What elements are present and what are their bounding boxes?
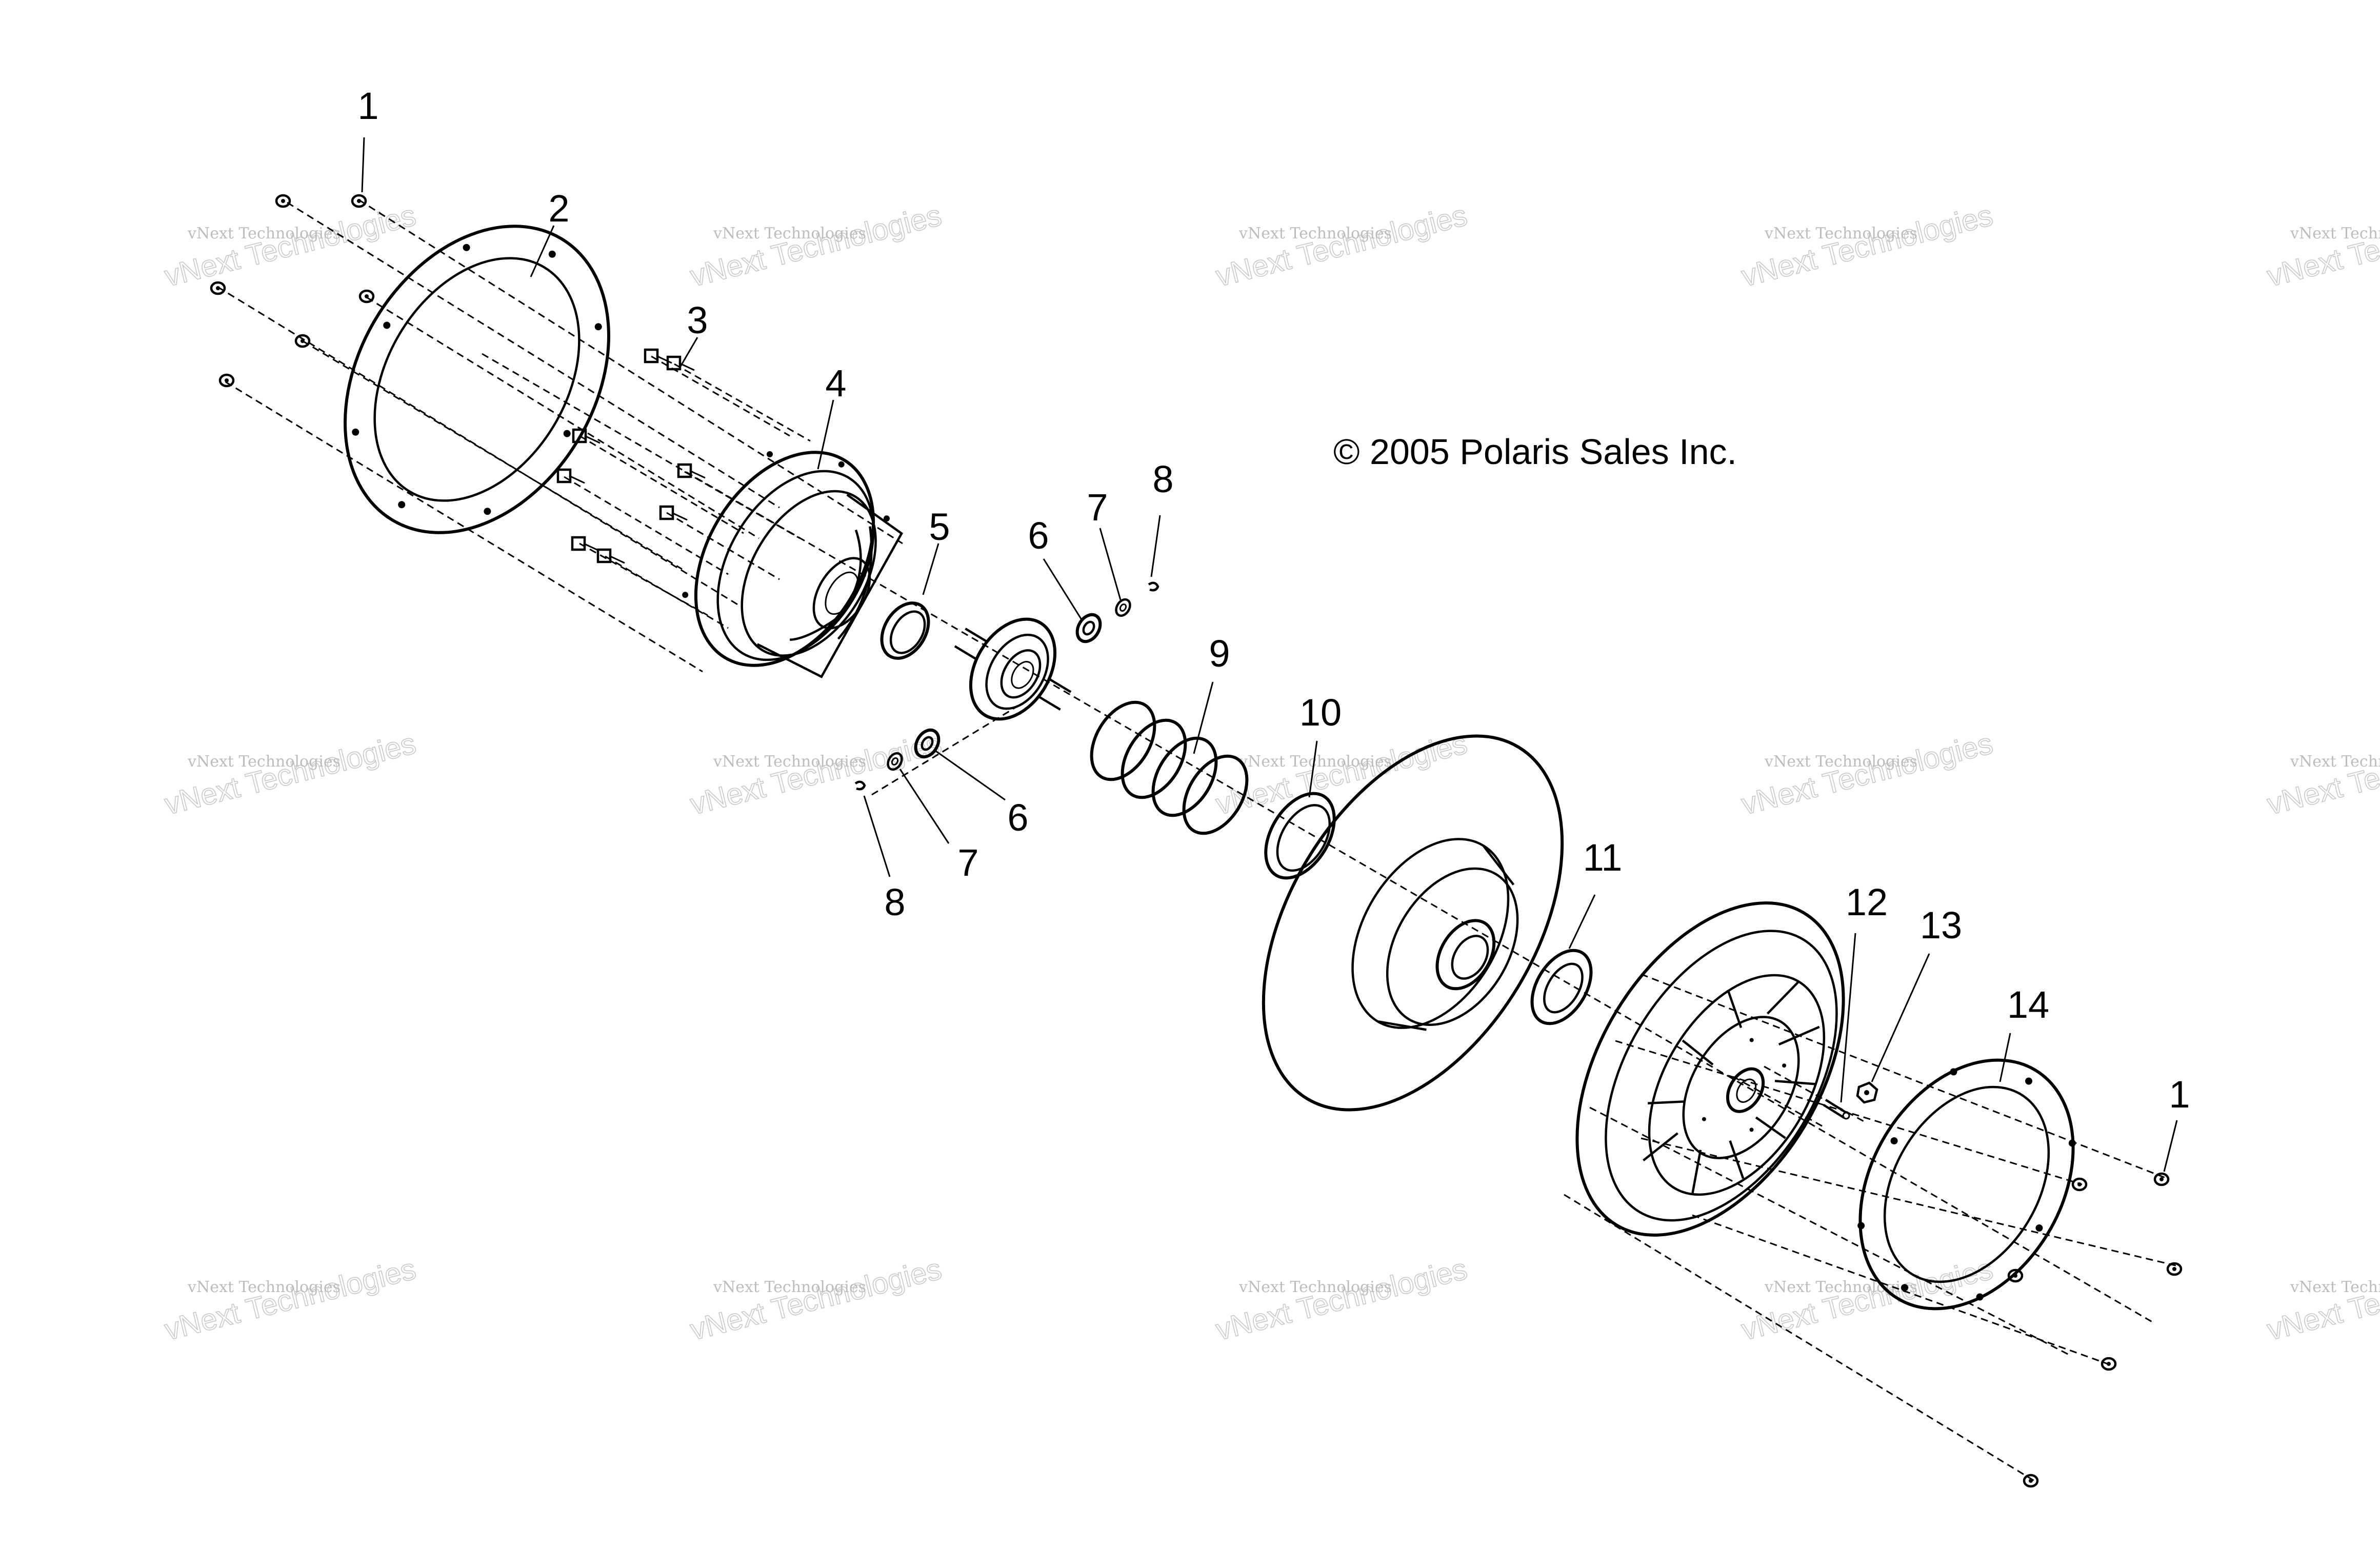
watermark-line1: vNext Technologies	[713, 753, 866, 771]
callout-1-bottom: 1	[2169, 1073, 2190, 1116]
callout-labels: 1 2 3 4 5 6 7 8 9 10 6 7 8 11 12 13 14 1	[357, 85, 2190, 1116]
watermark-line1: vNext Technologies	[187, 1278, 341, 1296]
watermark-line2: vNext Technologies	[1738, 198, 1996, 293]
callout-4: 4	[825, 362, 846, 405]
callout-14: 14	[2007, 983, 2049, 1026]
cover-housing	[682, 451, 904, 678]
watermark-line1: vNext Technologies	[187, 225, 341, 243]
callout-8-upper: 8	[1152, 458, 1173, 500]
fixed-sheave	[1262, 734, 1564, 1112]
callout-9: 9	[1209, 632, 1230, 675]
watermark-line1: vNext Technologies	[2290, 1278, 2380, 1296]
watermark-line2: vNext Technologies	[2264, 1252, 2380, 1346]
copyright-text: © 2005 Polaris Sales Inc.	[1333, 432, 1737, 472]
callout-13: 13	[1920, 904, 1962, 946]
watermark-line1: vNext Technologies	[2290, 225, 2380, 243]
callout-1-top: 1	[357, 85, 378, 127]
watermark-line1: vNext Technologies	[1238, 225, 1392, 243]
watermark-line2: vNext Technologies	[1213, 727, 1471, 821]
watermark-line2: vNext Technologies	[1213, 1252, 1471, 1346]
watermark-line2: vNext Technologies	[1738, 1252, 1996, 1346]
screw-group-top-left	[210, 194, 375, 388]
seal-ring	[880, 601, 930, 660]
bearing-hub	[954, 617, 1072, 721]
watermark-line1: vNext Technologies	[1238, 1278, 1392, 1296]
watermark-line2: vNext Technologies	[2264, 727, 2380, 821]
watermark-line1: vNext Technologies	[1764, 225, 1917, 243]
clip-upper	[1148, 581, 1159, 592]
roller-lower	[914, 728, 941, 759]
watermark-line2: vNext Technologies	[687, 198, 945, 293]
bolt-group	[556, 348, 706, 564]
callout-5: 5	[929, 506, 950, 548]
watermark-line2: vNext Technologies	[1738, 727, 1996, 821]
roller-upper	[1075, 613, 1102, 643]
washer-upper	[1115, 598, 1131, 617]
callout-2: 2	[548, 187, 569, 230]
watermark-line1: vNext Technologies	[713, 1278, 866, 1296]
callout-3: 3	[687, 299, 708, 341]
watermark-line2: vNext Technologies	[162, 1252, 419, 1346]
washer-lower	[887, 752, 903, 771]
callout-10: 10	[1299, 691, 1342, 734]
clip-lower	[854, 780, 866, 791]
pin-12	[1823, 1099, 1850, 1120]
gasket-ring	[344, 225, 610, 534]
washer-11	[1530, 949, 1593, 1025]
nut-13	[1856, 1081, 1878, 1104]
watermark-line1: vNext Technologies	[1764, 753, 1917, 771]
callout-6-lower: 6	[1007, 796, 1028, 839]
callout-7-lower: 7	[957, 841, 978, 884]
screw-group-bottom-right	[2007, 1172, 2183, 1488]
movable-sheave	[1575, 901, 1845, 1237]
watermark-line2: vNext Technologies	[2264, 198, 2380, 293]
callout-6-upper: 6	[1028, 514, 1049, 557]
callout-11: 11	[1583, 836, 1623, 879]
watermark-line2: vNext Technologies	[1213, 198, 1471, 293]
ring-10	[1264, 792, 1336, 880]
callout-12: 12	[1846, 881, 1888, 923]
callout-8-lower: 8	[884, 881, 905, 923]
assembly-guide-lines	[217, 199, 2180, 1483]
gasket-ring-lower	[1857, 1058, 2076, 1311]
watermark-line2: vNext Technologies	[162, 727, 419, 821]
callout-7-upper: 7	[1087, 486, 1108, 529]
watermark-line1: vNext Technologies	[187, 753, 341, 771]
watermark-line2: vNext Technologies	[687, 1252, 945, 1346]
leader-lines	[361, 137, 2178, 1172]
watermark-line1: vNext Technologies	[713, 225, 866, 243]
watermark-line1: vNext Technologies	[2290, 753, 2380, 771]
spring	[1090, 700, 1249, 835]
